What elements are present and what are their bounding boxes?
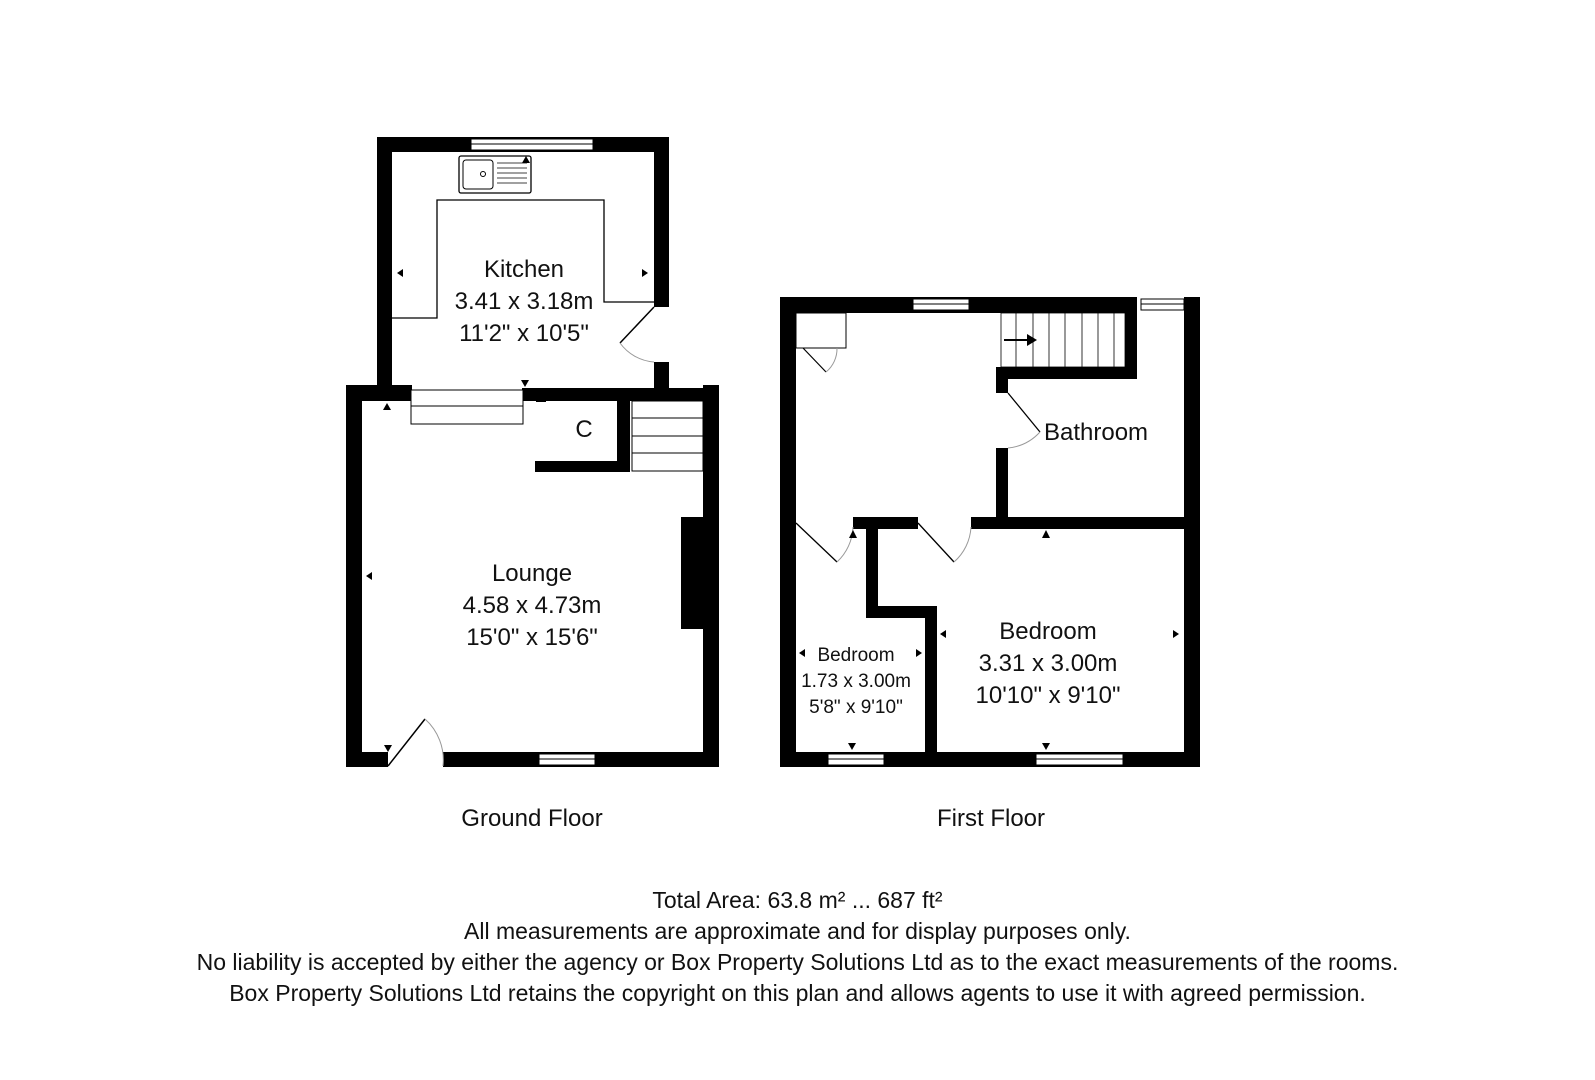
airing-cupboard [795, 312, 847, 349]
small-bedroom-top-wall [853, 517, 918, 529]
kitchen-wall-right-lower [654, 362, 669, 390]
bathroom-wall [996, 448, 1008, 528]
footer: Total Area: 63.8 m² ... 687 ft² All meas… [0, 885, 1595, 1009]
arrow-icon [642, 269, 648, 277]
kitchen-metric: 3.41 x 3.18m [455, 288, 594, 315]
kitchen-steps [410, 389, 524, 425]
ground-floor-plan: Kitchen 3.41 x 3.18m 11'2" x 10'5" C [346, 137, 719, 832]
lounge-imperial: 15'0" x 15'6" [466, 624, 598, 651]
chimney-breast [681, 517, 706, 629]
cupboard-label: C [575, 416, 592, 443]
small-bedroom-imperial: 5'8" x 9'10" [809, 697, 903, 718]
arrow-icon [916, 649, 922, 657]
small-bedroom-door[interactable] [795, 522, 838, 563]
first-floor-label: First Floor [937, 805, 1045, 832]
arrow-icon [849, 530, 857, 538]
kitchen-door[interactable] [619, 306, 655, 344]
bedroom-partition-upper [866, 517, 878, 617]
cupboard-wall-bottom [535, 461, 630, 472]
arrow-icon [384, 745, 392, 752]
lounge-wall-left [346, 385, 362, 767]
stair-wall [996, 367, 1137, 379]
cupboard-wall [617, 401, 630, 471]
kitchen-label: Kitchen [484, 256, 564, 283]
arrow-icon [1173, 630, 1179, 638]
small-bedroom-metric: 1.73 x 3.00m [801, 671, 911, 692]
first-floor-plan: Bathroom Bedroom 1.73 x 3.00m 5'8" x 9'1… [780, 297, 1200, 832]
bathroom-label: Bathroom [1044, 419, 1148, 446]
ff-wall-left [780, 297, 796, 767]
kitchen-imperial: 11'2" x 10'5" [459, 320, 589, 347]
lounge-label: Lounge [492, 560, 572, 587]
first-floor-stairs [1000, 312, 1126, 368]
lounge-wall-top-right [522, 388, 719, 401]
bedroom-metric: 3.31 x 3.00m [979, 650, 1118, 677]
arrow-icon [848, 743, 856, 750]
kitchen-wall-left [377, 137, 392, 390]
arrow-icon [1042, 530, 1050, 538]
disclaimer-3: Box Property Solutions Ltd retains the c… [229, 980, 1366, 1006]
arrow-icon [1042, 743, 1050, 750]
lounge-wall-right [703, 385, 719, 767]
arrow-icon [383, 403, 391, 410]
bedroom-top-wall [971, 517, 1200, 529]
arrow-icon [799, 649, 805, 657]
ground-floor-label: Ground Floor [461, 805, 602, 832]
lounge-wall-bottom-left [346, 752, 388, 767]
small-bedroom-label: Bedroom [817, 645, 894, 666]
sink-icon [458, 155, 532, 194]
bedroom-imperial: 10'10" x 9'10" [976, 682, 1121, 709]
bedroom-door[interactable] [917, 522, 955, 563]
bedroom-label: Bedroom [999, 618, 1096, 645]
bedroom-partition-lower [925, 606, 937, 766]
arrow-icon [397, 269, 403, 277]
front-door[interactable] [387, 718, 426, 767]
ff-wall-right [1184, 297, 1200, 767]
disclaimer-2: No liability is accepted by either the a… [196, 949, 1399, 975]
stair-arrow-icon [1027, 334, 1037, 346]
arrow-icon [366, 572, 372, 580]
total-area: Total Area: 63.8 m² ... 687 ft² [652, 887, 943, 913]
lounge-wall-top-left [346, 385, 412, 401]
kitchen-wall-right-upper [654, 137, 669, 307]
bathroom-door[interactable] [1007, 392, 1041, 433]
arrow-icon [521, 380, 529, 387]
ground-stairs [631, 400, 704, 472]
disclaimer-1: All measurements are approximate and for… [464, 918, 1131, 944]
lounge-metric: 4.58 x 4.73m [463, 592, 602, 619]
arrow-icon [940, 630, 946, 638]
kitchen-worktop [392, 199, 654, 319]
